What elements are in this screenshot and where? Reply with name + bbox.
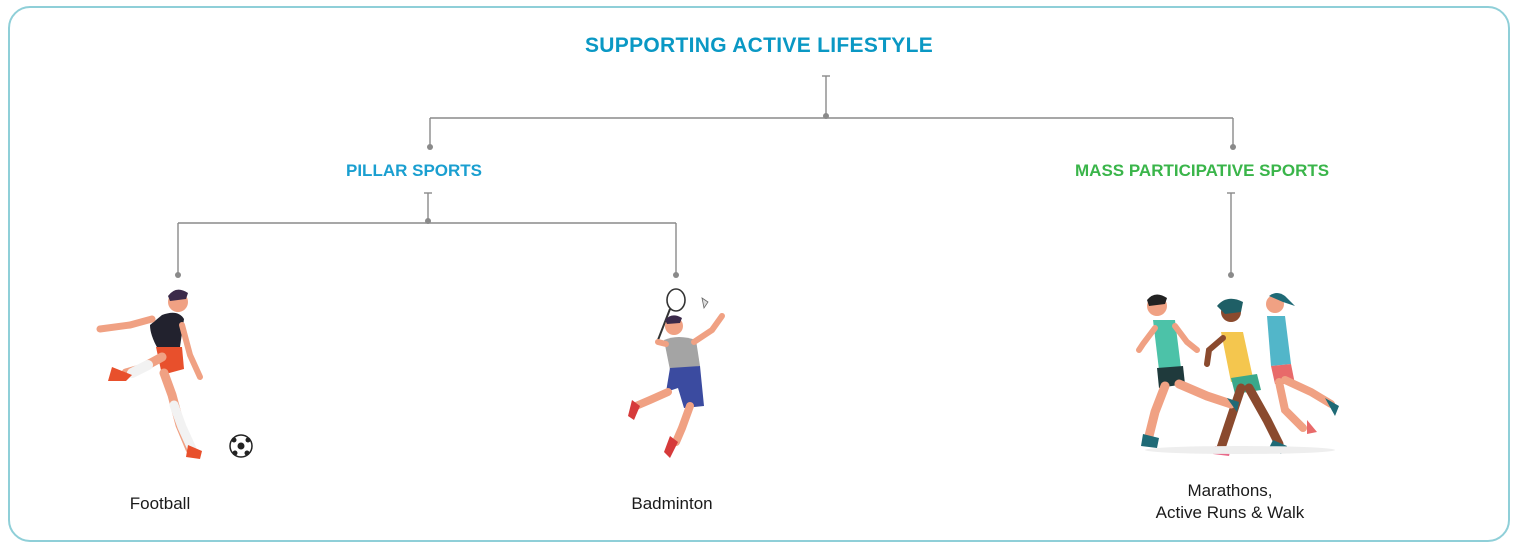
pillar-sports-heading: PILLAR SPORTS <box>346 161 483 180</box>
football-label: Football <box>129 494 191 513</box>
badminton-label: Badminton <box>631 494 713 513</box>
marathons-label-line-1: Marathons, <box>1187 481 1273 500</box>
badminton-player-icon <box>628 288 725 458</box>
football-player-icon <box>96 289 253 459</box>
root-title: SUPPORTING ACTIVE LIFESTYLE <box>584 34 934 57</box>
runners-icon <box>1136 293 1339 456</box>
marathons-label: Marathons, Active Runs & Walk <box>1120 480 1340 524</box>
diagram-frame <box>8 6 1510 542</box>
mass-participative-sports-heading: MASS PARTICIPATIVE SPORTS <box>1075 161 1330 180</box>
marathons-label-line-2: Active Runs & Walk <box>1155 503 1305 522</box>
